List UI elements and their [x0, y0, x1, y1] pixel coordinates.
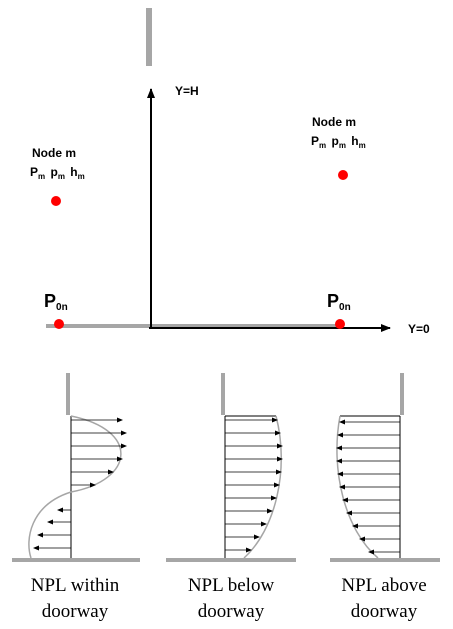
- right-p0-point: [335, 319, 345, 329]
- caption-within-line1: NPL within: [31, 575, 120, 596]
- profile-above-arrows: [336, 419, 400, 555]
- left-p0-point: [54, 319, 64, 329]
- caption-above-line2: doorway: [351, 601, 418, 622]
- right-node-title: Node m: [312, 115, 356, 129]
- profile-within-arrows: [33, 417, 127, 551]
- right-node-point: [338, 170, 348, 180]
- y-h-label: Y=H: [175, 84, 199, 98]
- profile-above: [330, 373, 440, 562]
- profile-within: [12, 373, 140, 562]
- left-node-vars: Pm pm hm: [30, 165, 85, 182]
- left-p0-label: P0n: [44, 291, 68, 313]
- profile-below: [166, 373, 296, 562]
- right-node-vars: Pm pm hm: [311, 134, 366, 151]
- caption-below-line2: doorway: [198, 601, 265, 622]
- y-0-label: Y=0: [408, 322, 430, 336]
- right-p0-label: P0n: [327, 291, 351, 313]
- left-node-point: [51, 196, 61, 206]
- profile-below-arrows: [225, 417, 283, 553]
- left-node-title: Node m: [32, 146, 76, 160]
- caption-within-line2: doorway: [42, 601, 109, 622]
- caption-above-line1: NPL above: [341, 575, 426, 596]
- profile-within-curve: [28, 415, 122, 559]
- top-diagram: Y=H Y=0 Node m Pm pm hm Node m Pm pm hm …: [30, 8, 430, 336]
- caption-below-line1: NPL below: [188, 575, 275, 596]
